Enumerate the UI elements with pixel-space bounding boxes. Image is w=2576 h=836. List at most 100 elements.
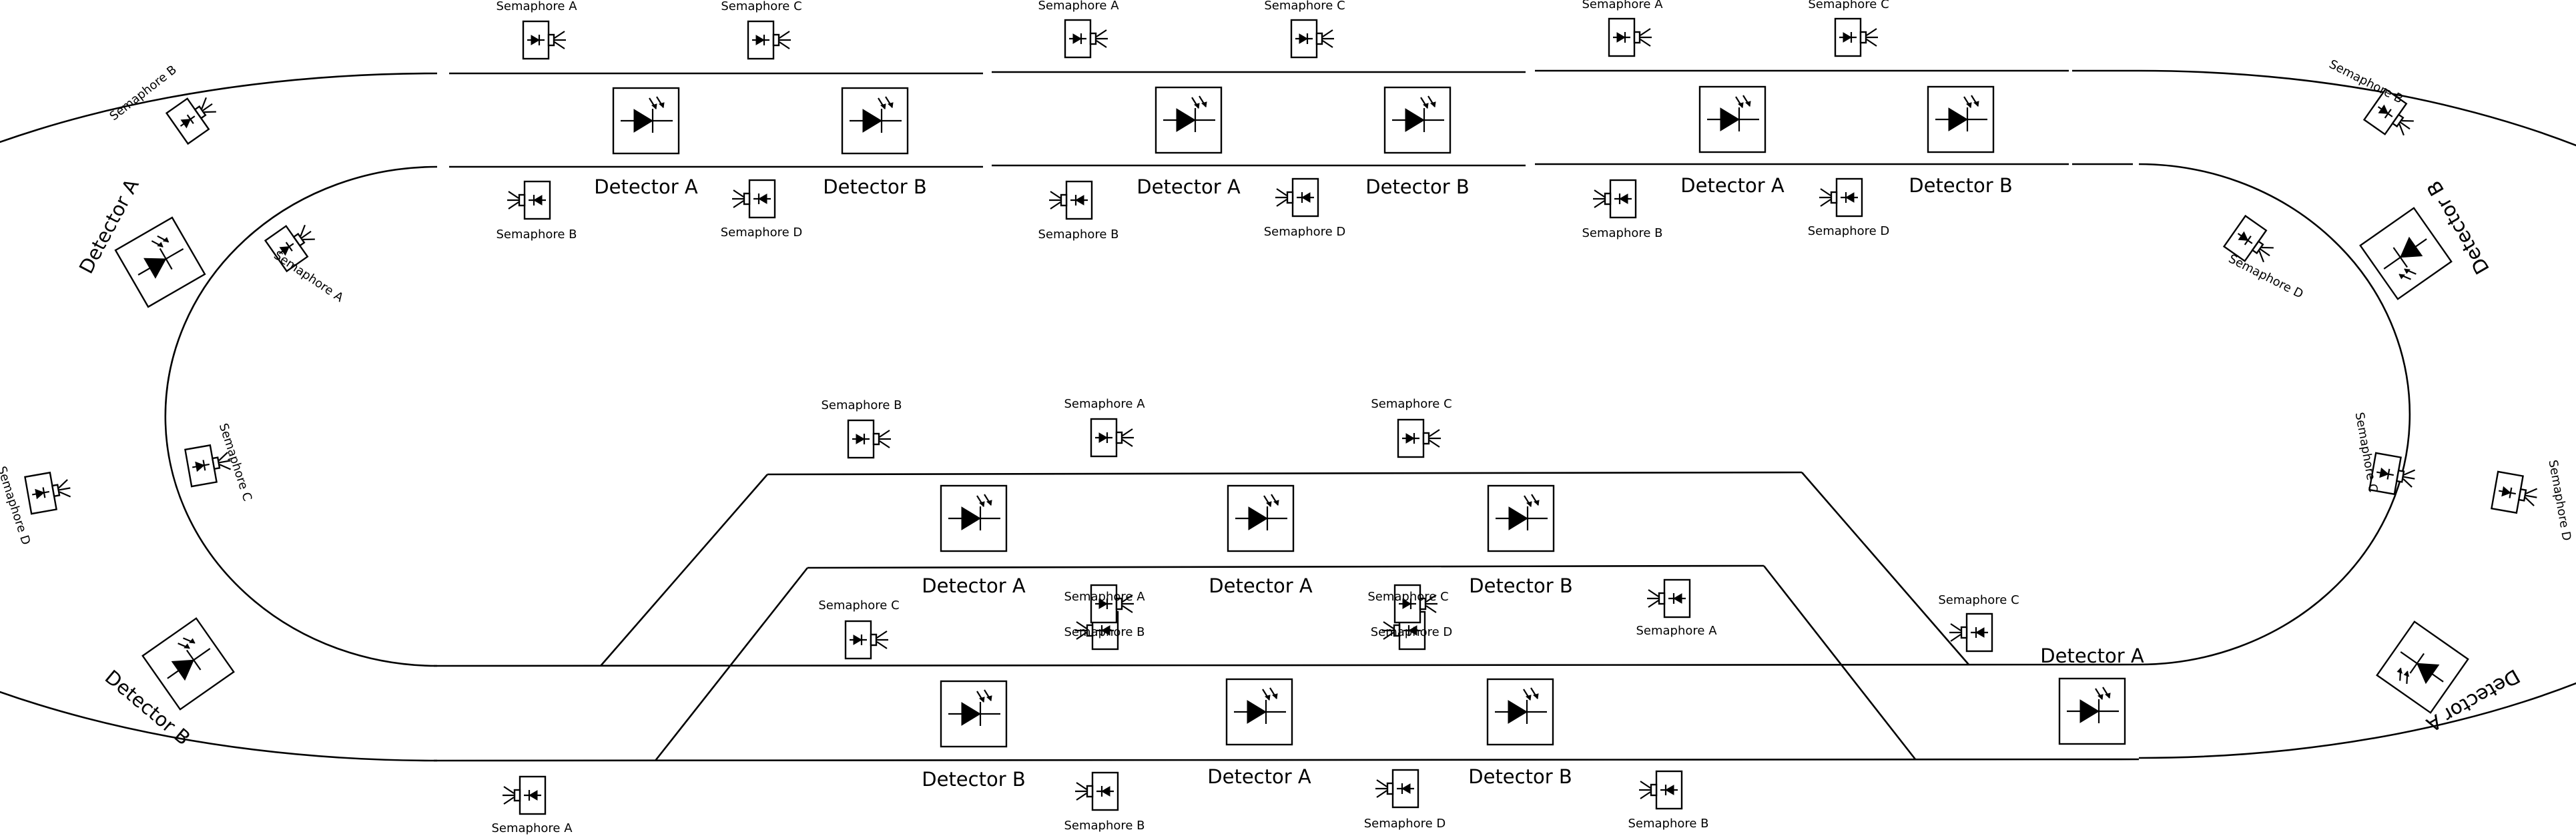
detector-icon [940, 680, 1008, 748]
semaphore-29: Semaphore B [107, 63, 224, 145]
track-siding-lower [807, 564, 1764, 569]
semaphore-label: Semaphore A [1582, 0, 1663, 11]
semaphore-icon [1948, 612, 1993, 653]
detector-icon [2058, 677, 2126, 745]
semaphore-label: Semaphore C [1938, 593, 2019, 607]
semaphore-label: Semaphore B [1038, 228, 1118, 242]
track-outer-right-arc [2138, 69, 2576, 759]
semaphore-20: Semaphore D [1364, 769, 1446, 831]
semaphore-label: Semaphore A [1038, 0, 1119, 13]
semaphore-12: Semaphore D [1808, 177, 1890, 238]
semaphore-24: Semaphore B [1628, 770, 1709, 831]
detector-label: Detector B [922, 768, 1025, 791]
detector-3: Detector A [1137, 86, 1241, 198]
semaphore-icon [24, 468, 75, 515]
semaphore-1: Semaphore A [496, 0, 577, 60]
semaphore-28: Semaphore D [0, 464, 75, 546]
semaphore-icon [1646, 578, 1691, 618]
detector-6: Detector B [1909, 85, 2013, 197]
track-inner-right-arc [2138, 163, 2411, 666]
semaphore-icon [1074, 771, 1119, 811]
semaphore-icon [844, 620, 890, 660]
semaphore-27: Semaphore C [184, 422, 254, 503]
detector-label: Detector B [823, 175, 926, 198]
detector-icon [1155, 86, 1223, 154]
semaphore-8: Semaphore D [1264, 177, 1345, 239]
semaphore-label: Semaphore C [721, 0, 801, 13]
detector-icon [1927, 85, 1995, 153]
semaphore-21: Semaphore B [1064, 771, 1145, 833]
semaphore-label: Semaphore D [721, 226, 803, 240]
semaphore-label: Semaphore D [2226, 252, 2306, 301]
semaphore-label: Semaphore A [1064, 590, 1145, 604]
track-bottom-inner [433, 663, 2140, 667]
semaphore-15: Semaphore C [1371, 397, 1452, 458]
semaphore-label: Semaphore D [1808, 224, 1890, 238]
semaphore-icon [747, 20, 792, 60]
semaphore-label: Semaphore A [271, 248, 346, 305]
detector-label: Detector A [2040, 645, 2144, 667]
semaphore-label: Semaphore B [1582, 226, 1662, 240]
semaphore-4: Semaphore D [721, 179, 803, 240]
detector-label: Detector B [1468, 765, 1572, 788]
semaphore-label: Semaphore B [1628, 817, 1708, 831]
semaphore-25: Semaphore A [1064, 584, 1145, 624]
detector-4: Detector B [1365, 86, 1470, 198]
semaphore-7: Semaphore B [1038, 180, 1119, 242]
semaphore-icon [1592, 179, 1637, 219]
semaphore-label: Semaphore C [1371, 397, 1452, 411]
detector-label: Detector A [594, 175, 698, 198]
semaphore-31: Semaphore A [264, 215, 346, 306]
detector-icon [1225, 678, 1293, 746]
detector-icon [141, 617, 235, 711]
semaphore-label: Semaphore B [821, 398, 902, 412]
semaphore-3: Semaphore B [496, 180, 577, 242]
detector-label: Detector A [1209, 574, 1313, 597]
semaphore-10: Semaphore C [1808, 0, 1889, 57]
detector-icon [841, 87, 909, 155]
semaphore-label: Semaphore D [1371, 625, 1453, 639]
semaphore-11: Semaphore B [1582, 179, 1663, 240]
semaphore-19: Semaphore C [1938, 593, 2019, 653]
detector-1: Detector A [594, 87, 698, 198]
detector-icon [1486, 678, 1554, 746]
semaphore-5: Semaphore A [1038, 0, 1119, 59]
semaphore-16: Semaphore D [1371, 610, 1453, 651]
detector-9: Detector A [1209, 484, 1313, 597]
semaphore-26: Semaphore C [1367, 584, 1449, 624]
semaphore-icon [1048, 180, 1093, 220]
semaphore-label: Semaphore C [818, 598, 899, 612]
semaphore-icon [847, 419, 892, 459]
semaphore-18: Semaphore A [1636, 578, 1717, 638]
semaphore-label: Semaphore D [1364, 817, 1446, 831]
detector-5: Detector A [1680, 85, 1785, 197]
semaphore-label: Semaphore A [1636, 624, 1717, 638]
detector-icon [1698, 85, 1766, 153]
detector-icon [1487, 484, 1555, 552]
semaphore-icon [1090, 418, 1135, 458]
detector-7: Detector A [922, 484, 1026, 597]
semaphore-icon [1064, 19, 1109, 59]
semaphore-icon [1638, 770, 1683, 810]
semaphore-icon [1397, 418, 1442, 458]
semaphore-30: Semaphore D [2491, 459, 2573, 542]
detector-8: Detector B [922, 680, 1026, 791]
detector-label: Detector A [922, 574, 1026, 597]
detector-label: Detector A [1680, 174, 1785, 197]
detector-icon [1227, 484, 1295, 552]
semaphore-label: Semaphore C [1808, 0, 1889, 11]
detector-15: Detector A [75, 175, 206, 308]
track-inner-left-arc [164, 165, 438, 667]
semaphore-label: Semaphore B [496, 228, 577, 242]
semaphore-icon [1290, 19, 1335, 59]
semaphore-label: Semaphore C [1367, 590, 1448, 604]
semaphore-label: Semaphore A [1064, 397, 1145, 411]
semaphore-label: Semaphore D [2546, 459, 2574, 542]
detector-icon [940, 484, 1008, 552]
detector-icon [114, 216, 206, 308]
semaphore-icon [731, 179, 776, 219]
semaphore-17: Semaphore B [1064, 610, 1145, 651]
semaphore-icon [1818, 177, 1863, 218]
semaphore-22: Semaphore A [491, 775, 573, 835]
